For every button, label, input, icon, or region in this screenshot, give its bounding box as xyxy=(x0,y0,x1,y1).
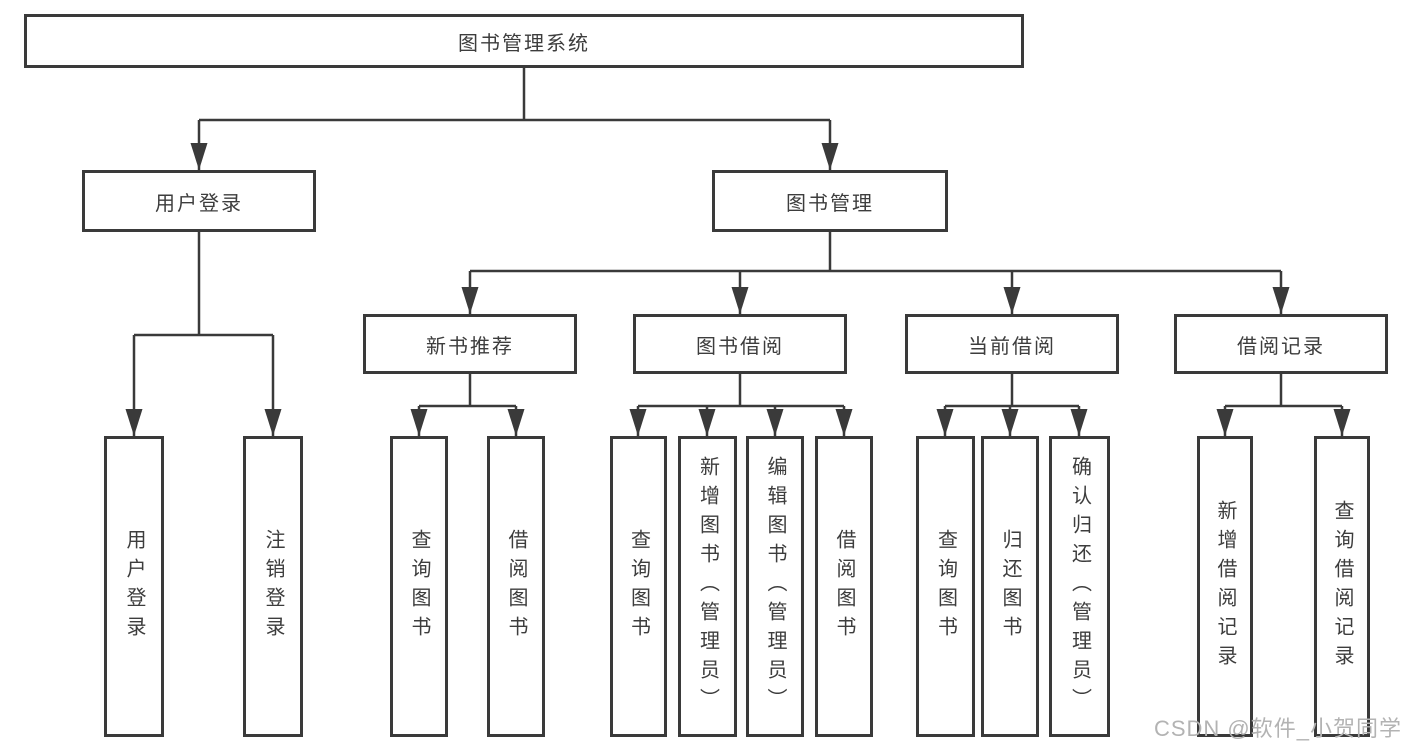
arrowhead xyxy=(835,409,853,436)
leaf-records-add-record: 新增借阅记录 xyxy=(1197,436,1253,737)
leaf-borrow-borrow-books: 借阅图书 xyxy=(815,436,873,737)
leaf-borrow-query-books-label: 查询图书 xyxy=(627,528,650,645)
arrowhead xyxy=(936,409,954,436)
node-book-management-label: 图书管理 xyxy=(786,192,874,215)
leaf-user-login: 用户登录 xyxy=(104,436,164,737)
node-root-system: 图书管理系统 xyxy=(24,14,1024,68)
connector-records-to-leaves xyxy=(1223,374,1344,436)
arrowhead xyxy=(731,287,749,314)
connector-recommend-to-leaves xyxy=(417,374,518,436)
arrowhead xyxy=(190,143,208,170)
leaf-borrow-query-books: 查询图书 xyxy=(610,436,667,737)
arrowhead xyxy=(1216,409,1234,436)
arrowhead xyxy=(125,409,143,436)
arrowhead xyxy=(264,409,282,436)
leaf-borrow-borrow-books-label: 借阅图书 xyxy=(833,528,855,645)
csdn-watermark: CSDN @软件_小贺同学 xyxy=(1153,716,1402,741)
connector-root-to-level2 xyxy=(197,68,832,170)
node-user-login: 用户登录 xyxy=(82,170,316,232)
node-current-borrow: 当前借阅 xyxy=(905,314,1119,374)
leaf-user-login-label: 用户登录 xyxy=(123,528,145,645)
arrowhead xyxy=(507,409,525,436)
arrowhead xyxy=(821,143,839,170)
connector-borrow-to-leaves xyxy=(636,374,846,436)
arrowhead-group xyxy=(125,143,1351,436)
leaf-recommend-borrow-books-label: 借阅图书 xyxy=(505,528,527,645)
arrowhead xyxy=(1003,287,1021,314)
leaf-current-query-books: 查询图书 xyxy=(916,436,975,737)
leaf-current-confirm-return-admin-label: 确认归还（管理员） xyxy=(1068,456,1091,717)
node-user-login-label: 用户登录 xyxy=(155,192,243,215)
node-book-borrow: 图书借阅 xyxy=(633,314,847,374)
leaf-logout: 注销登录 xyxy=(243,436,303,737)
leaf-current-query-books-label: 查询图书 xyxy=(934,528,957,645)
leaf-recommend-query-books: 查询图书 xyxy=(390,436,448,737)
leaf-records-query-record-label: 查询借阅记录 xyxy=(1331,499,1353,674)
arrowhead xyxy=(629,409,647,436)
leaf-recommend-query-books-label: 查询图书 xyxy=(408,528,430,645)
leaf-records-add-record-label: 新增借阅记录 xyxy=(1214,499,1236,674)
connector-path-group xyxy=(132,68,1344,436)
leaf-borrow-add-books-admin: 新增图书（管理员） xyxy=(678,436,737,737)
connector-bookmgmt-to-level3 xyxy=(468,232,1283,314)
connector-userlogin-to-leaves xyxy=(132,232,275,436)
node-current-borrow-label: 当前借阅 xyxy=(968,335,1056,358)
node-book-borrow-label: 图书借阅 xyxy=(696,335,784,358)
node-book-management: 图书管理 xyxy=(712,170,948,232)
node-borrow-records-label: 借阅记录 xyxy=(1237,335,1325,358)
leaf-borrow-edit-books-admin: 编辑图书（管理员） xyxy=(746,436,804,737)
node-new-book-recommend-label: 新书推荐 xyxy=(426,335,514,358)
leaf-current-return-books-label: 归还图书 xyxy=(999,528,1021,645)
node-borrow-records: 借阅记录 xyxy=(1174,314,1388,374)
arrowhead xyxy=(1272,287,1290,314)
arrowhead xyxy=(461,287,479,314)
leaf-records-query-record: 查询借阅记录 xyxy=(1314,436,1370,737)
arrowhead xyxy=(1070,409,1088,436)
leaf-logout-label: 注销登录 xyxy=(262,528,284,645)
leaf-borrow-edit-books-admin-label: 编辑图书（管理员） xyxy=(764,456,786,717)
arrowhead xyxy=(698,409,716,436)
leaf-current-return-books: 归还图书 xyxy=(981,436,1039,737)
arrowhead xyxy=(1333,409,1351,436)
arrowhead xyxy=(766,409,784,436)
node-root-label: 图书管理系统 xyxy=(458,32,590,55)
arrowhead xyxy=(1001,409,1019,436)
node-new-book-recommend: 新书推荐 xyxy=(363,314,577,374)
leaf-recommend-borrow-books: 借阅图书 xyxy=(487,436,545,737)
leaf-current-confirm-return-admin: 确认归还（管理员） xyxy=(1049,436,1110,737)
leaf-borrow-add-books-admin-label: 新增图书（管理员） xyxy=(696,456,719,717)
arrowhead xyxy=(410,409,428,436)
